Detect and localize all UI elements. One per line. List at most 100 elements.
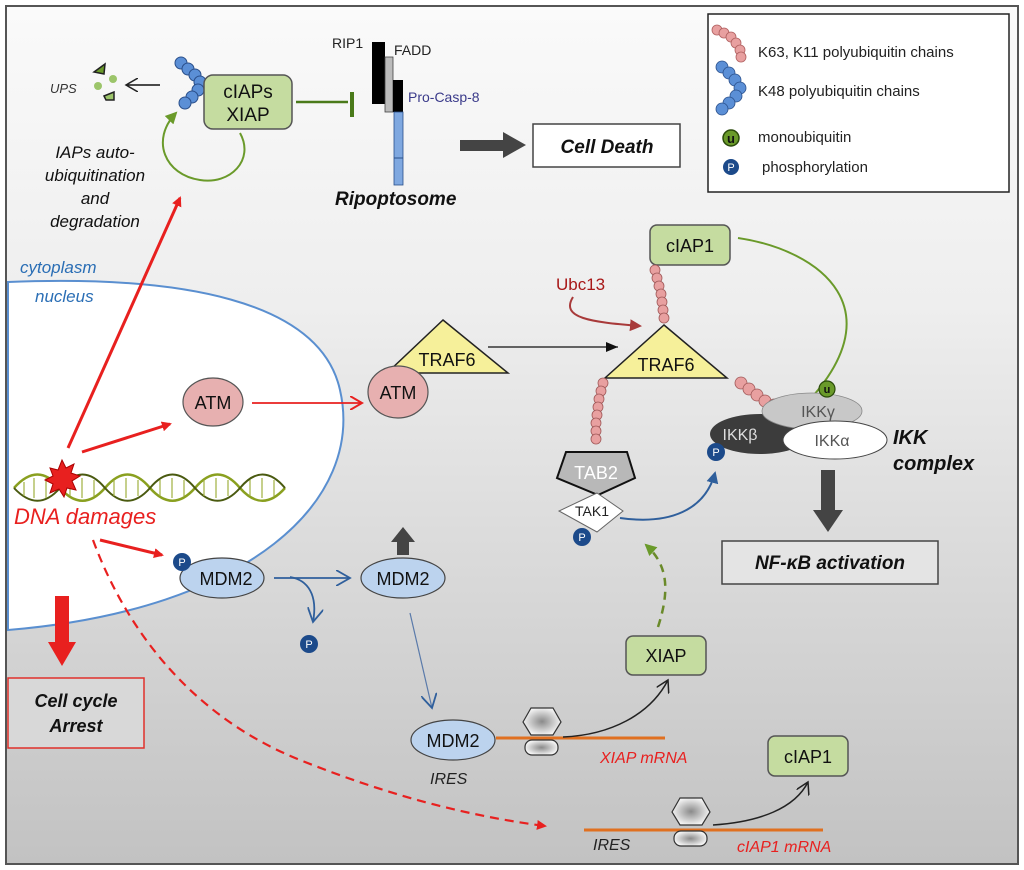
dna-damages-label: DNA damages (14, 504, 156, 529)
legend-k48-chain-icon (715, 60, 747, 116)
ubc13-arrow (569, 296, 642, 332)
mdm2-cytoplasm-node (360, 557, 446, 599)
legend-p-symbol: P (727, 162, 734, 174)
procasp8-label: Pro-Casp-8 (408, 89, 480, 105)
dna-to-ciaps-arrow (66, 196, 182, 449)
atm-complex-node (367, 365, 429, 419)
atm-nucleus-node (182, 377, 244, 427)
xiap-label-top: XIAP (226, 105, 269, 126)
ups-degradation-fragments-icon (92, 62, 117, 101)
mdm2-cytoplasm-label: MDM2 (377, 569, 430, 589)
traf6-right-label: TRAF6 (637, 355, 694, 375)
nfkb-activation-box (721, 540, 939, 585)
ciap1-mrna-label: cIAP1 mRNA (737, 839, 831, 856)
ciaps-xiap-box (203, 74, 293, 130)
xiap-label: XIAP (645, 646, 686, 666)
ripoptosome-label: Ripoptosome (335, 189, 457, 210)
atm-complex-label: ATM (380, 383, 417, 403)
mdm2-ires-node (410, 719, 496, 761)
ikk-alpha-node (782, 420, 888, 460)
tak1-label: TAK1 (575, 503, 609, 519)
ripoptosome (372, 42, 404, 186)
mdm2-to-ires-arrow (409, 612, 432, 708)
ikkbeta-phospho-icon (707, 443, 725, 461)
ikkbeta-phospho-symbol: P (712, 447, 719, 459)
k63-chain-ciap1-traf6 (649, 264, 670, 324)
ires-label-1: IRES (430, 771, 468, 788)
released-phosphate-icon (300, 635, 318, 653)
cell-death-arrow-head (503, 132, 526, 158)
cytoplasm-label: cytoplasm (20, 258, 97, 277)
mdm2-phospho-label: MDM2 (200, 569, 253, 589)
fadd-label: FADD (394, 42, 431, 58)
svg-text:ubiquitination: ubiquitination (45, 166, 145, 185)
legend-phosphorylation-icon (723, 159, 739, 175)
iaps-auto-ubiquitination-label: IAPs auto- ubiquitination and degradatio… (45, 143, 145, 231)
legend-box (707, 13, 1010, 193)
cell-cycle-arrest-box (7, 677, 145, 749)
ikkgamma-monoubiquitin-icon (818, 380, 836, 398)
nfkb-activation-label: NF-κB activation (755, 553, 905, 574)
nfkb-arrow-shaft (821, 470, 835, 512)
tak1-node (557, 492, 624, 533)
tak1-phospho-symbol: P (578, 532, 585, 544)
traf6-left-triangle (385, 319, 511, 374)
ciaps-label: cIAPs (223, 82, 273, 103)
ciap1-to-ikk-arrow (737, 237, 848, 412)
legend-phosphorylation-label: phosphorylation (762, 159, 868, 176)
ribosome-ciap1-icon (671, 797, 711, 847)
tak1-phospho-icon (573, 528, 591, 546)
dephosphorylation-arrow (289, 576, 314, 622)
k63-chain-traf6-tab2 (590, 377, 609, 445)
k48-chain-ciaps (174, 56, 207, 110)
ikk-gamma-label: IKKγ (801, 404, 835, 421)
ikk-alpha-label: IKKα (814, 433, 849, 450)
mdm2-ires-label: MDM2 (427, 731, 480, 751)
procasp8-domain (393, 111, 404, 186)
xiap-mrna-label: XIAP mRNA (599, 750, 687, 767)
ciap1-bottom-label: cIAP1 (784, 747, 832, 767)
nucleus-label: nucleus (35, 287, 94, 306)
svg-text:degradation: degradation (50, 212, 140, 231)
svg-text:and: and (81, 189, 110, 208)
dna-to-ciap1-mrna-dashed-arrow (91, 539, 547, 830)
tak1-to-ikkbeta-arrow (619, 471, 719, 521)
nucleus-membrane (7, 279, 345, 632)
cell-cycle-arrow-head (48, 642, 76, 666)
ikkgamma-u-symbol: u (824, 384, 831, 396)
cell-cycle-arrow-shaft (55, 596, 69, 644)
xiap-translation-arrow (562, 680, 668, 738)
svg-text:IAPs auto-: IAPs auto- (55, 143, 135, 162)
rip1-label: RIP1 (332, 35, 363, 51)
released-phosphate-symbol: P (305, 639, 312, 651)
tab2-label: TAB2 (574, 463, 618, 483)
tab2-node (555, 451, 637, 497)
ciap1-top-box (649, 224, 731, 266)
dna-to-atm-arrow (81, 421, 172, 454)
ires-label-2: IRES (593, 837, 631, 854)
legend-monoubiquitin-icon (722, 129, 740, 147)
xiap-box (625, 635, 707, 676)
dna-to-mdm2-arrow (99, 538, 164, 558)
legend-monoubiquitin-label: monoubiquitin (758, 129, 851, 146)
mdm2-phospho-p-icon (173, 553, 191, 571)
legend-k63-label: K63, K11 polyubiquitin chains (758, 44, 954, 61)
rip1-bar (372, 42, 385, 104)
procasp8-bar (393, 80, 403, 112)
traf6-left-label: TRAF6 (418, 350, 475, 370)
cell-death-arrow-shaft (460, 140, 504, 151)
mdm2-up-arrow-head (391, 527, 415, 542)
legend-k63-chain-icon (711, 24, 747, 63)
ciap1-translation-arrow (712, 782, 808, 826)
fadd-bar (384, 56, 394, 113)
nfkb-arrow-head (813, 510, 843, 532)
traf6-right-triangle (603, 324, 730, 379)
mdm2-up-arrow-shaft (397, 541, 409, 555)
auto-ubiquitination-loop (161, 111, 246, 182)
ikk-label: IKK (893, 427, 929, 449)
legend-u-symbol: u (727, 131, 735, 146)
dna-damage-burst-icon (43, 458, 82, 499)
cell-death-label: Cell Death (561, 137, 654, 158)
ciap1-bottom-box (767, 735, 849, 777)
